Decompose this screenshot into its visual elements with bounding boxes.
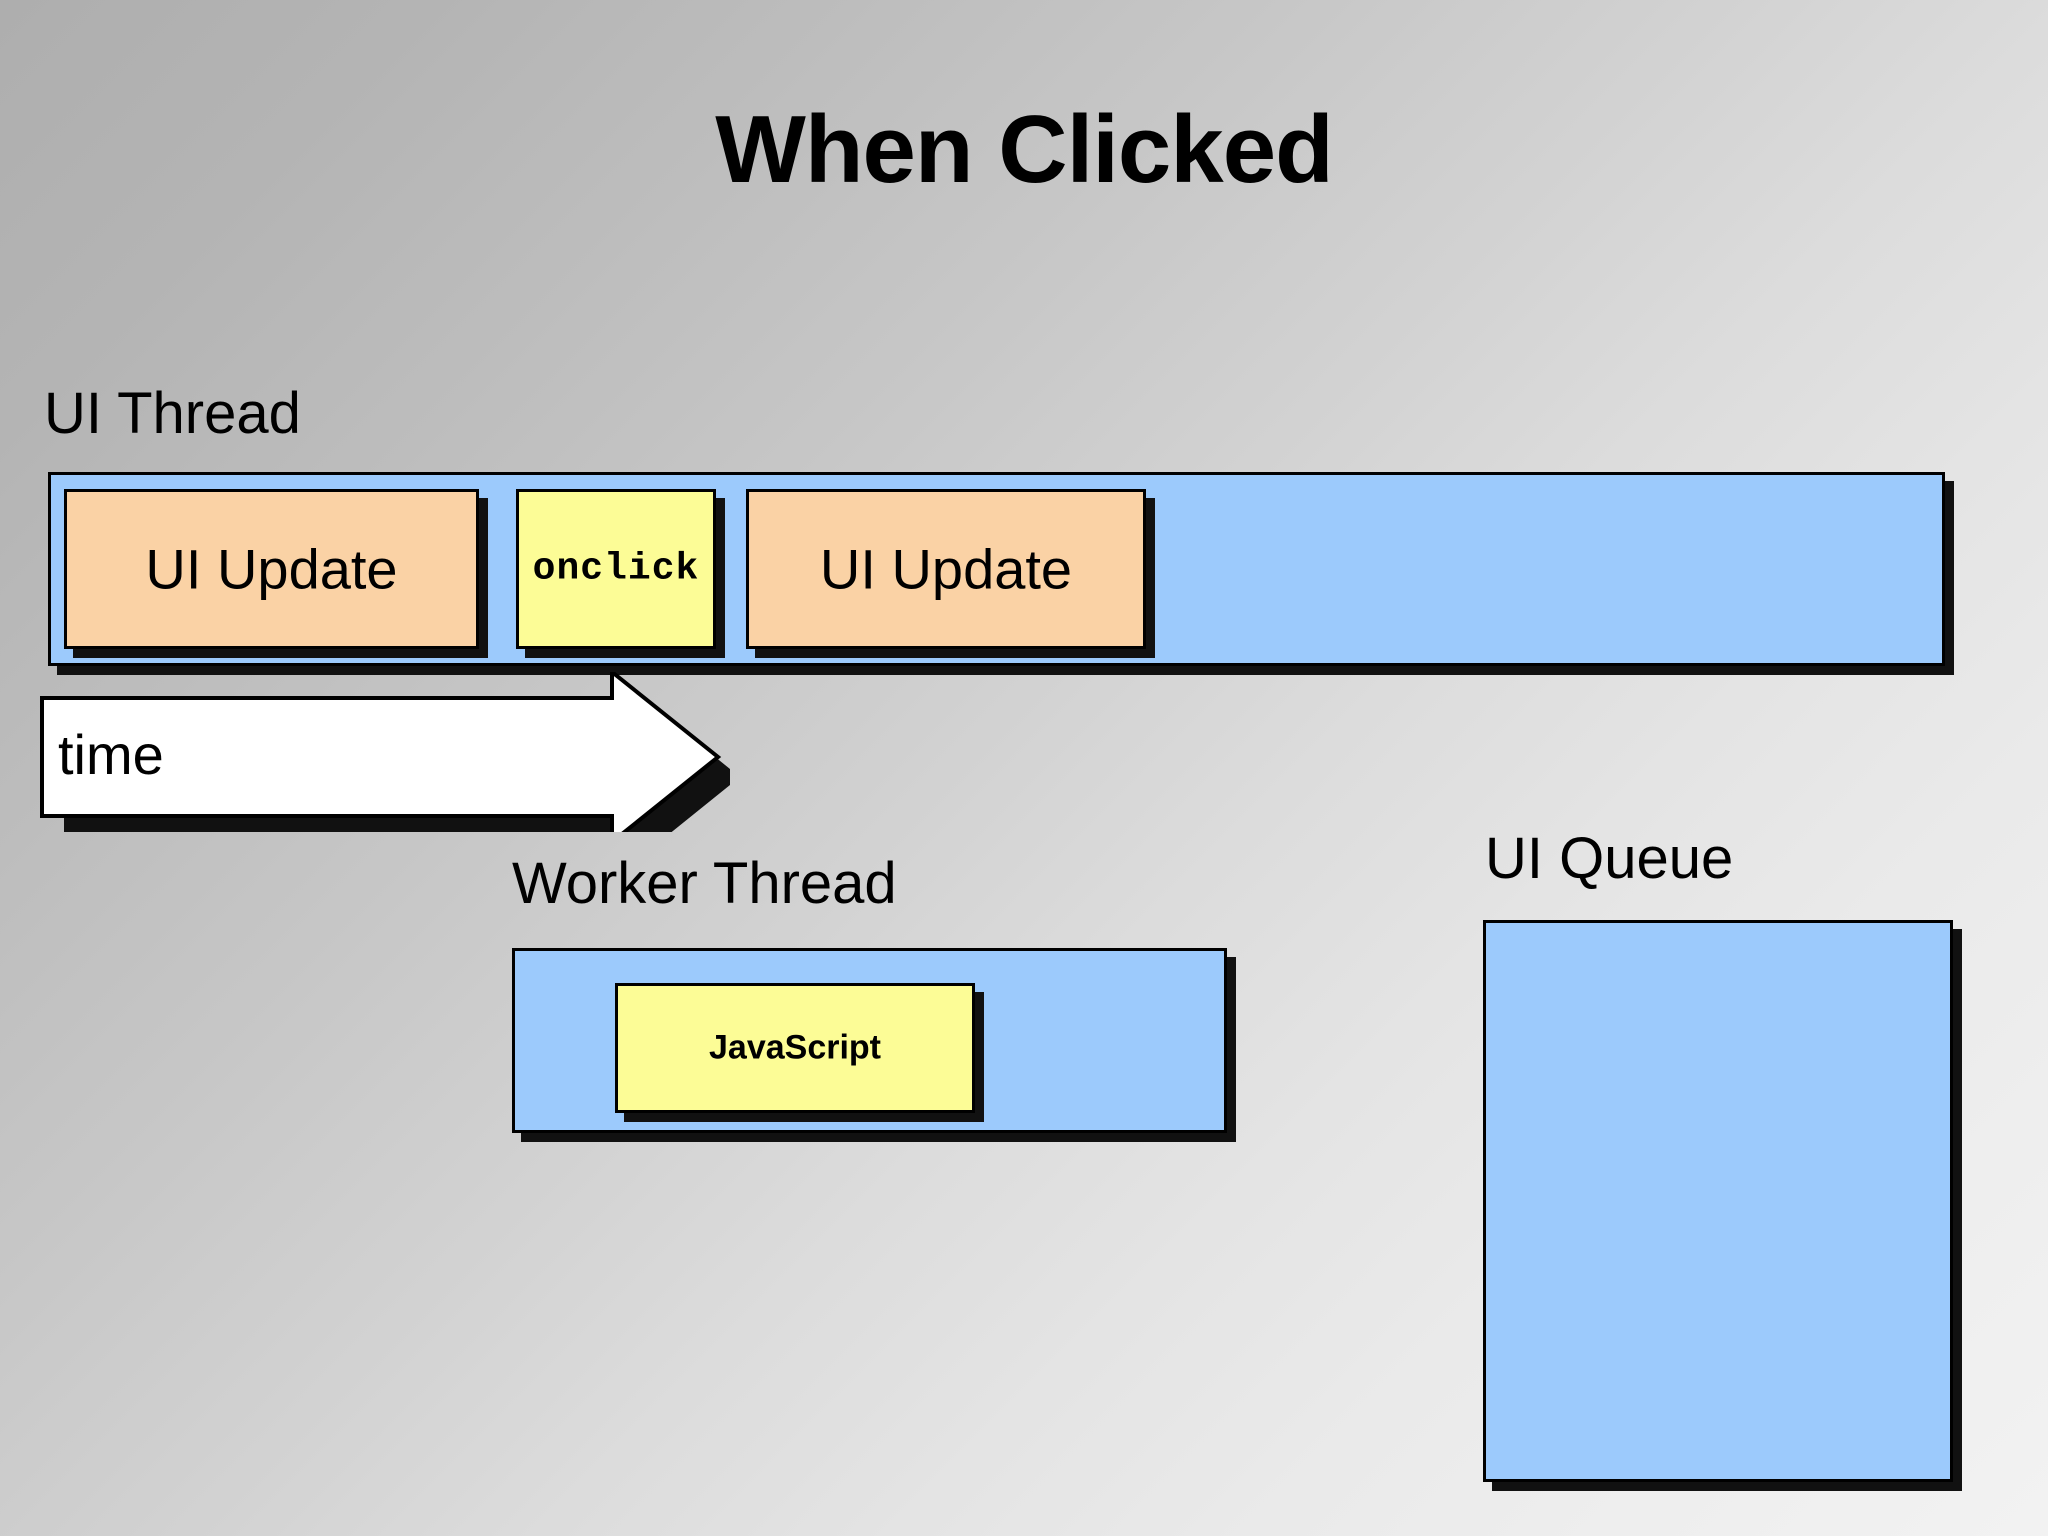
block-label: onclick [532,547,700,591]
ui-thread-caption: UI Thread [44,381,301,446]
time-axis-arrow: time [40,672,730,832]
block-label: UI Update [819,537,1073,601]
page-title: When Clicked [715,96,1333,203]
time-arrow-shape [40,672,730,832]
ui-thread-block-ui-update-2[interactable]: UI Update [746,489,1146,649]
ui-queue-box[interactable] [1483,920,1953,1482]
worker-thread-block-javascript[interactable]: JavaScript [615,983,975,1113]
time-arrow-body [40,672,722,832]
block-label: JavaScript [709,1028,881,1067]
time-axis-label: time [58,723,164,786]
block-label: UI Update [145,537,398,601]
worker-thread-bar: JavaScript [512,948,1227,1133]
worker-thread-caption: Worker Thread [512,851,897,916]
ui-thread-bar: UI Update onclick UI Update [48,472,1945,666]
ui-thread-block-onclick[interactable]: onclick [516,489,716,649]
ui-thread-block-ui-update-1[interactable]: UI Update [64,489,479,649]
ui-queue-caption: UI Queue [1485,826,1734,891]
